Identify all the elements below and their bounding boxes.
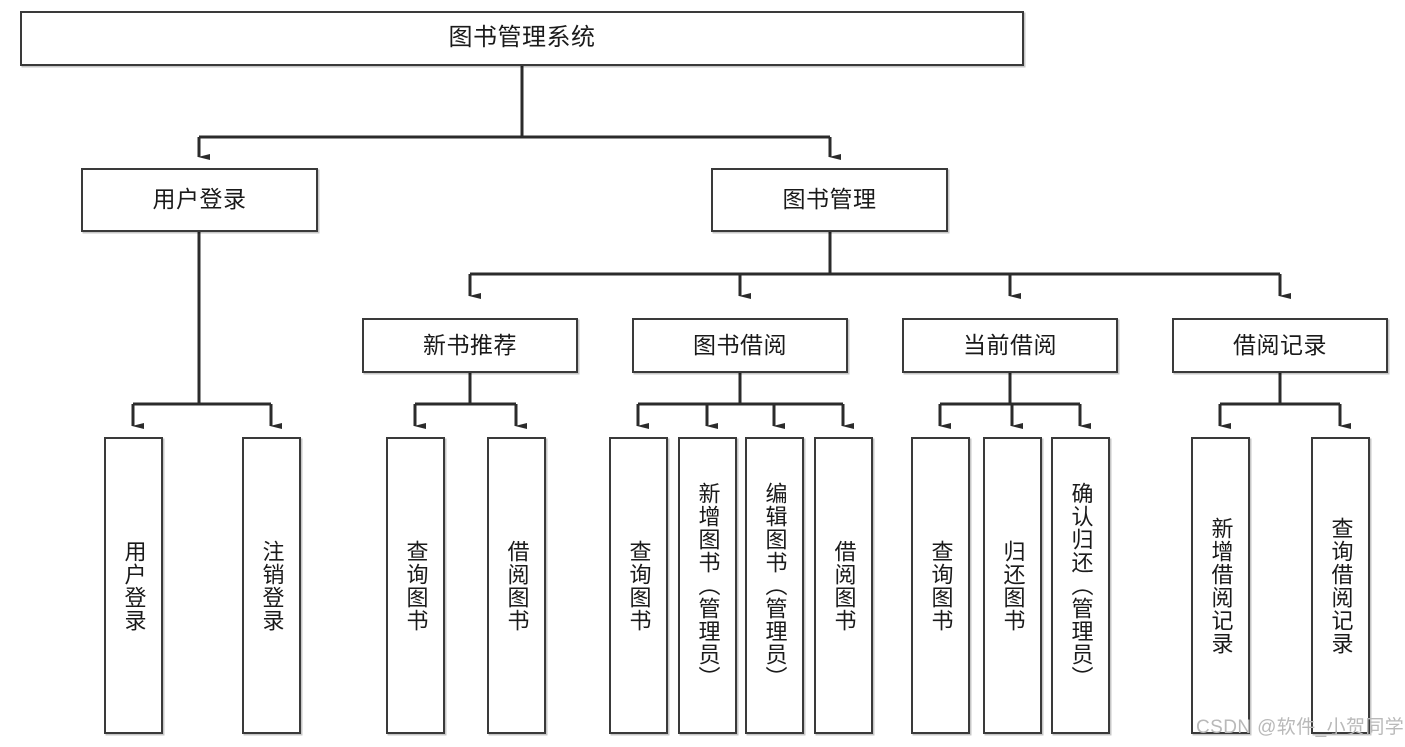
leaf-return-book-label: 归还图书: [1000, 539, 1026, 632]
node-user-login[interactable]: 用户登录: [81, 168, 318, 232]
node-user-login-label: 用户登录: [152, 186, 247, 213]
node-book-borrow[interactable]: 图书借阅: [632, 318, 848, 373]
leaf-query-book-current-label: 查询图书: [928, 539, 954, 632]
leaf-user-login[interactable]: 用户登录: [104, 437, 163, 734]
leaf-query-book-borrow-label: 查询图书: [626, 539, 652, 632]
node-book-borrow-label: 图书借阅: [693, 331, 787, 358]
leaf-add-book-admin[interactable]: 新增图书（管理员）: [678, 437, 737, 734]
leaf-confirm-return-admin[interactable]: 确认归还（管理员）: [1051, 437, 1110, 734]
leaf-query-book-recommend[interactable]: 查询图书: [386, 437, 445, 734]
node-new-book-recommend-label: 新书推荐: [423, 331, 517, 358]
leaf-borrow-book-borrow-label: 借阅图书: [831, 539, 857, 632]
leaf-add-borrow-record[interactable]: 新增借阅记录: [1191, 437, 1250, 734]
node-book-manage[interactable]: 图书管理: [711, 168, 948, 232]
leaf-borrow-book-recommend-label: 借阅图书: [504, 539, 530, 632]
node-new-book-recommend[interactable]: 新书推荐: [362, 318, 578, 373]
leaf-borrow-book-recommend[interactable]: 借阅图书: [487, 437, 546, 734]
node-current-borrow-label: 当前借阅: [963, 331, 1057, 358]
leaf-edit-book-admin-label: 编辑图书（管理员）: [762, 482, 788, 689]
leaf-logout-label: 注销登录: [259, 539, 285, 632]
leaf-logout[interactable]: 注销登录: [242, 437, 301, 734]
leaf-query-borrow-record-label: 查询借阅记录: [1328, 516, 1354, 655]
leaf-confirm-return-admin-label: 确认归还（管理员）: [1068, 482, 1094, 689]
leaf-edit-book-admin[interactable]: 编辑图书（管理员）: [745, 437, 804, 734]
node-root-label: 图书管理系统: [448, 24, 596, 52]
leaf-query-borrow-record[interactable]: 查询借阅记录: [1311, 437, 1370, 734]
node-borrow-record[interactable]: 借阅记录: [1172, 318, 1388, 373]
leaf-query-book-recommend-label: 查询图书: [403, 539, 429, 632]
node-borrow-record-label: 借阅记录: [1233, 331, 1327, 358]
watermark: CSDN @软件_小贺同学: [1196, 717, 1405, 738]
node-root[interactable]: 图书管理系统: [20, 11, 1024, 66]
leaf-borrow-book-borrow[interactable]: 借阅图书: [814, 437, 873, 734]
node-current-borrow[interactable]: 当前借阅: [902, 318, 1118, 373]
leaf-add-book-admin-label: 新增图书（管理员）: [695, 482, 721, 689]
node-book-manage-label: 图书管理: [782, 186, 877, 213]
leaf-query-book-borrow[interactable]: 查询图书: [609, 437, 668, 734]
leaf-add-borrow-record-label: 新增借阅记录: [1208, 516, 1234, 655]
leaf-return-book[interactable]: 归还图书: [983, 437, 1042, 734]
leaf-user-login-label: 用户登录: [121, 539, 147, 632]
leaf-query-book-current[interactable]: 查询图书: [911, 437, 970, 734]
